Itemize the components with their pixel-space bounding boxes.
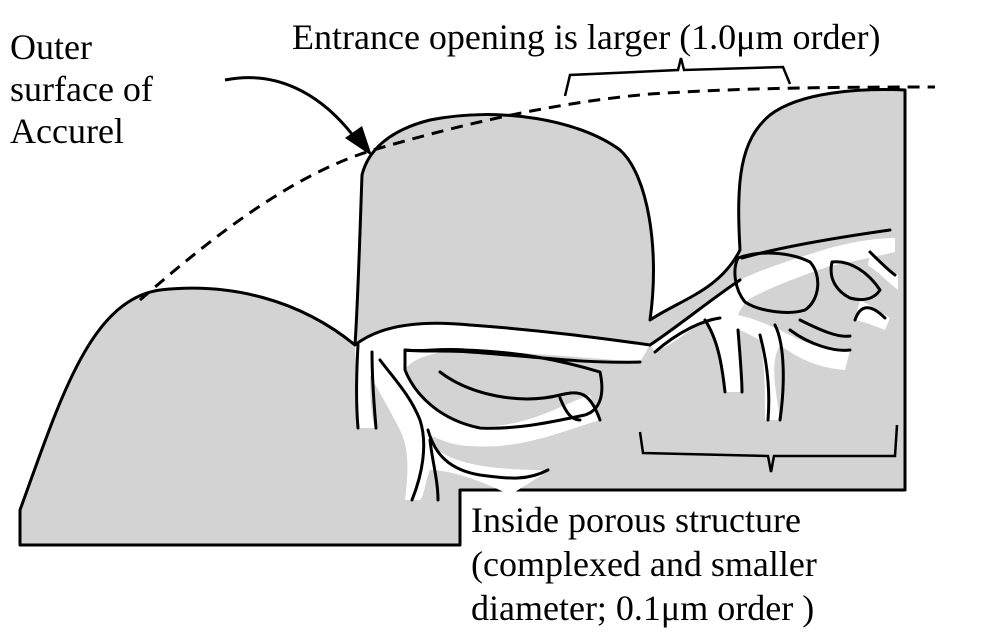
inside-structure-label-line-3: diameter; 0.1μm order )	[471, 586, 817, 630]
outer-surface-label-line-3: Accurel	[10, 110, 153, 152]
inside-structure-label: Inside porous structure (complexed and s…	[471, 498, 817, 630]
inside-structure-label-line-1: Inside porous structure	[471, 498, 817, 542]
outer-surface-label-line-1: Outer	[10, 26, 153, 68]
outer-surface-label: Outer surface of Accurel	[10, 26, 153, 152]
inside-structure-label-line-2: (complexed and smaller	[471, 542, 817, 586]
outer-surface-label-line-2: surface of	[10, 68, 153, 110]
surface-pointer-arrow	[225, 78, 372, 156]
polymer-solid-region	[20, 90, 905, 545]
entrance-opening-label: Entrance opening is larger (1.0μm order)	[292, 16, 880, 58]
